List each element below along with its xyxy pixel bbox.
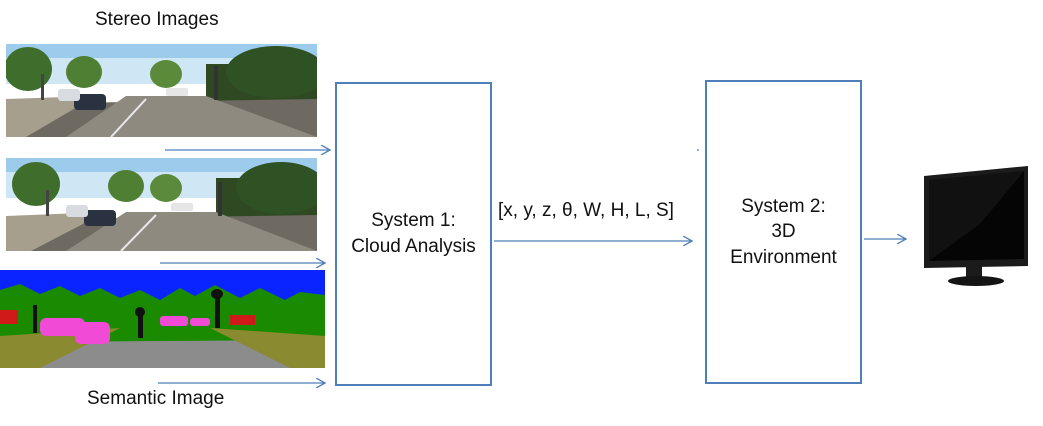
system-2-line3: Environment [730, 246, 837, 268]
monitor-icon [924, 166, 1028, 286]
semantic-image [0, 270, 325, 368]
stereo-image-right [6, 158, 317, 251]
system-2-title: System 2: [741, 195, 826, 217]
system-1-subtitle: Cloud Analysis [351, 236, 476, 257]
system-2-box: System 2: 3D Environment [705, 80, 862, 384]
system-2-line2: 3D [771, 221, 796, 243]
semantic-image-label: Semantic Image [87, 388, 225, 409]
system-1-title: System 1: [371, 210, 456, 232]
stereo-images-label: Stereo Images [95, 9, 219, 30]
system-1-box: System 1: Cloud Analysis [335, 82, 492, 386]
stereo-image-left [6, 44, 317, 137]
data-vector-label: [x, y, z, θ, W, H, L, S] [498, 200, 674, 221]
